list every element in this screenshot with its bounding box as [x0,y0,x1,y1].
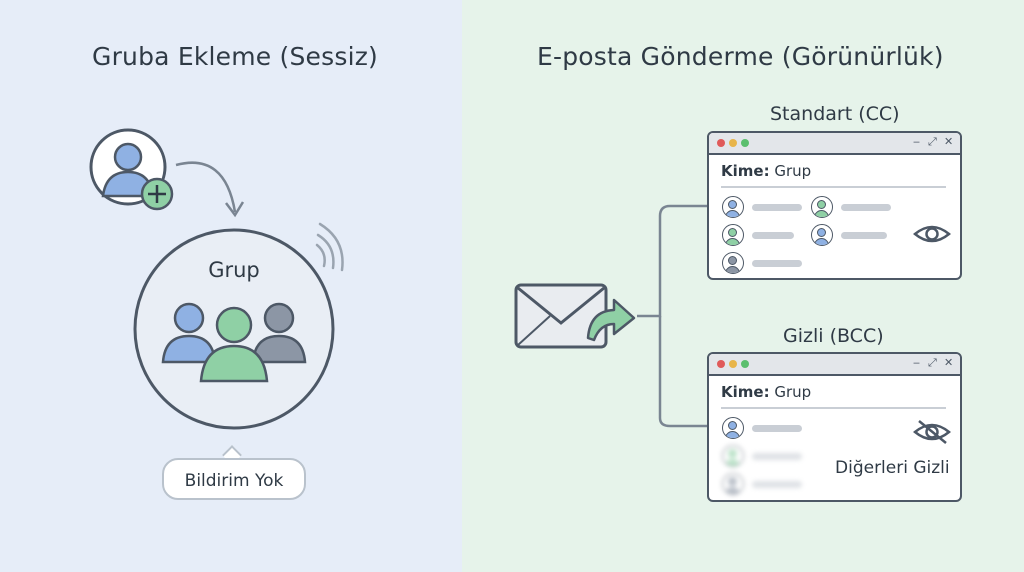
left-panel-title: Gruba Ekleme (Sessiz) [92,42,378,71]
expand-icon[interactable]: ⤢ [928,135,937,148]
close-dot-icon[interactable] [717,139,725,147]
add-user-icon [89,128,174,211]
to-label: Kime: [721,162,770,180]
close-icon[interactable]: ✕ [944,356,954,369]
recipient-placeholder [752,232,794,239]
recipient-placeholder [752,204,802,211]
email-send-diagram [514,204,708,428]
to-label: Kime: [721,383,770,401]
hidden-recipient-avatar [722,473,744,495]
eye-icon [913,225,951,243]
bcc-label: Gizli (BCC) [783,325,884,347]
minimize-dot-icon[interactable] [729,139,737,147]
recipient-avatar [722,196,744,218]
to-value: Grup [774,383,812,401]
right-panel-title: E-posta Gönderme (Görünürlük) [537,42,944,71]
expand-icon[interactable]: ⤢ [928,356,937,369]
silent-add-diagram [89,128,344,430]
bcc-to-line: Kime: Grup [721,383,811,401]
cc-to-line: Kime: Grup [721,162,811,180]
curved-arrow-icon [175,161,245,218]
group-icon [133,228,335,430]
maximize-dot-icon[interactable] [741,139,749,147]
notification-label: Bildirim Yok [184,471,284,491]
bcc-window-titlebar: ‒ ⤢ ✕ [709,354,960,376]
hidden-recipient-placeholder [752,453,802,460]
header-divider [721,407,946,409]
to-value: Grup [774,162,812,180]
close-icon[interactable]: ✕ [944,135,954,148]
bcc-email-window: ‒ ⤢ ✕ Kime: Grup Diğerleri Gizli [707,352,962,502]
hidden-recipient-placeholder [752,481,802,488]
recipient-avatar [722,417,744,439]
close-dot-icon[interactable] [717,360,725,368]
connector-lines [637,204,708,428]
recipient-placeholder [752,260,802,267]
recipient-avatar [722,252,744,274]
signal-waves-icon [315,222,344,272]
recipient-avatar [811,196,833,218]
eye-off-icon [913,420,951,444]
cc-label: Standart (CC) [770,103,900,125]
minimize-dot-icon[interactable] [729,360,737,368]
recipient-avatar [811,224,833,246]
header-divider [721,186,946,188]
cc-window-titlebar: ‒ ⤢ ✕ [709,133,960,155]
others-hidden-note: Diğerleri Gizli [835,458,950,478]
recipient-placeholder [841,204,891,211]
recipient-avatar [722,224,744,246]
minimize-icon[interactable]: ‒ [913,356,920,369]
recipient-placeholder [841,232,887,239]
cc-email-window: ‒ ⤢ ✕ Kime: Grup [707,131,962,280]
hidden-recipient-avatar [722,445,744,467]
envelope-icon [514,283,608,349]
maximize-dot-icon[interactable] [741,360,749,368]
notification-tooltip: Bildirim Yok [162,458,306,500]
send-arrow-icon [586,298,636,342]
group-label: Grup [208,258,260,282]
minimize-icon[interactable]: ‒ [913,135,920,148]
recipient-placeholder [752,425,802,432]
